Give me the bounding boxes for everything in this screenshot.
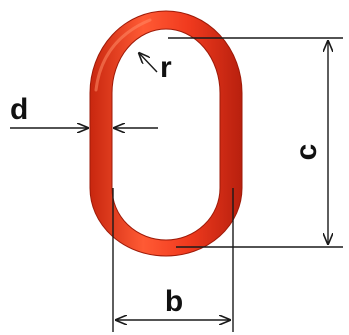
r-label: r <box>160 51 172 84</box>
d-label: d <box>10 93 28 126</box>
c-label: c <box>290 144 323 161</box>
b-label: b <box>165 285 183 318</box>
link-highlight <box>94 18 152 92</box>
r-leader <box>139 53 158 73</box>
oval-link-ring <box>89 10 243 257</box>
